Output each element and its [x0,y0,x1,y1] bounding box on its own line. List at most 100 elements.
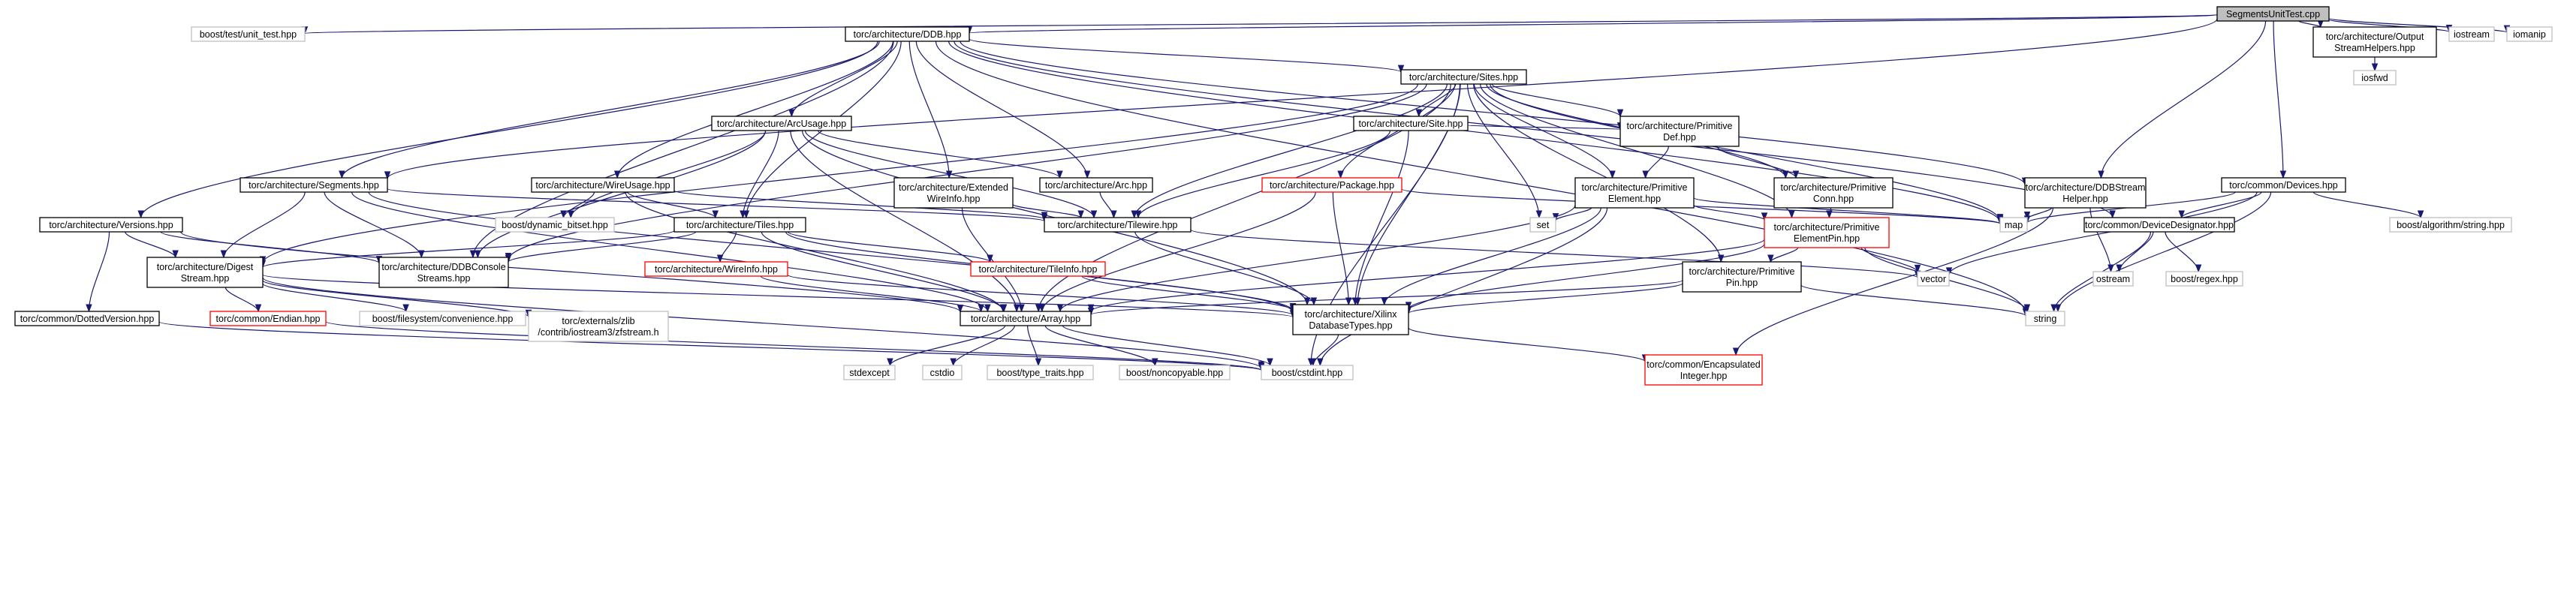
node-label: boost/test/unit_test.hpp [200,29,297,40]
arrowhead [1267,358,1273,367]
node-package[interactable]: torc/architecture/Package.hpp [1261,177,1402,193]
node-label: torc/architecture/ArcUsage.hpp [717,119,846,129]
node-tiles[interactable]: torc/architecture/Tiles.hpp [673,217,806,233]
edge-line [325,320,1262,371]
arrowhead [987,254,993,263]
node-box [2448,26,2495,42]
node-label: torc/architecture/Primitive [1581,182,1687,193]
arrowhead [1826,210,1833,219]
node-box [2165,271,2243,287]
edge-line [1041,191,1316,312]
node-box [2506,26,2553,42]
node-label: StreamHelpers.hpp [2334,43,2415,53]
edge-line [1319,207,1608,366]
edge-array-to-typetraits [1026,325,1042,367]
node-endian[interactable]: torc/common/Endian.hpp [209,311,327,326]
arrowhead [255,304,262,313]
edge-sites-to-set [1466,83,1543,219]
node-ddb[interactable]: torc/architecture/DDB.hpp [845,26,970,42]
node-dotted[interactable]: torc/common/DottedVersion.hpp [14,311,160,326]
edge-tileinfo-to-xilinxdb [1081,275,1297,311]
node-root[interactable]: SegmentsUnitTest.cpp [2216,6,2330,22]
edge-line [351,191,988,312]
edge-array-to-noncopyable [1044,325,1158,367]
arrowhead [1310,297,1318,306]
node-tileinfo[interactable]: torc/architecture/TileInfo.hpp [970,261,1106,277]
edge-devices-to-devdesig [2178,191,2262,219]
arrowhead [1317,358,1324,367]
node-xilinxdb[interactable]: torc/architecture/XilinxDatabaseTypes.hp… [1292,304,1409,335]
node-box [2353,70,2397,86]
node-outhelpers[interactable]: torc/architecture/OutputStreamHelpers.hp… [2312,26,2437,58]
node-box [2024,177,2147,209]
edge-line [787,274,1294,316]
node-segments[interactable]: torc/architecture/Segments.hpp [240,177,388,193]
edge-array-to-cstdint [1062,325,1273,367]
arrowhead [740,210,746,219]
node-tilewire[interactable]: torc/architecture/Tilewire.hpp [1044,217,1192,233]
edge-line [1473,83,1722,263]
edge-line [1716,146,1797,179]
node-devices[interactable]: torc/common/Devices.hpp [2221,177,2346,193]
edge-extwire-to-tilewire [1012,203,1084,219]
edge-primpin-to-string [1800,284,2029,317]
node-label: boost/noncopyable.hpp [1126,368,1223,378]
node-versions[interactable]: torc/architecture/Versions.hpp [39,217,183,233]
node-algostring: boost/algorithm/string.hpp [2389,217,2512,233]
arrowhead [1018,304,1025,313]
node-arc[interactable]: torc/architecture/Arc.hpp [1039,177,1153,193]
arrowhead [887,358,893,367]
node-box [531,177,675,193]
node-label: boost/cstdint.hpp [1272,368,1343,378]
node-wireusage[interactable]: torc/architecture/WireUsage.hpp [531,177,675,193]
node-site[interactable]: torc/architecture/Site.hpp [1353,116,1469,131]
edge-line [2100,20,2267,179]
arrowhead [978,304,984,313]
node-wireinfo[interactable]: torc/architecture/WireInfo.hpp [644,261,788,277]
edge-line [969,14,2218,34]
node-sites[interactable]: torc/architecture/Sites.hpp [1400,69,1527,85]
edge-line [1645,146,1669,179]
node-layer: SegmentsUnitTest.cpp boost/test/unit_test… [14,6,2553,386]
node-label: torc/architecture/Primitive [1626,121,1732,131]
edge-line [760,275,982,312]
node-devdesig[interactable]: torc/common/DeviceDesignator.hpp [2083,217,2235,233]
edge-line [1555,207,1592,221]
edge-line [719,231,737,263]
edge-package-to-xilinxdb [1332,191,1352,306]
edge-line [1090,280,1683,315]
node-array[interactable]: torc/architecture/Array.hpp [960,311,1092,326]
node-primelempin[interactable]: torc/architecture/PrimitiveElementPin.hp… [1764,217,1890,248]
edge-line [158,321,1262,371]
edge-package-to-map [1401,188,2004,225]
edge-line [508,231,697,263]
node-arcusage[interactable]: torc/architecture/ArcUsage.hpp [711,116,852,131]
edge-ddb-to-wireusage [613,41,893,179]
arrowhead [984,304,991,313]
node-label: string [2034,314,2057,324]
node-typetraits: boost/type_traits.hpp [987,365,1094,380]
node-label: torc/architecture/Array.hpp [971,314,1080,324]
node-label: torc/architecture/Versions.hpp [49,220,173,230]
node-label: vector [1921,274,1946,284]
node-label: boost/filesystem/convenience.hpp [372,314,514,324]
edge-line [1081,275,1294,311]
node-box [2092,271,2134,287]
edge-line [791,41,898,117]
arrowhead [86,304,92,313]
node-label: torc/architecture/Primitive [1773,222,1879,233]
edge-line [324,191,422,258]
arrowhead [339,170,345,179]
edge-ddbstream-to-encap [1732,207,2054,356]
edge-line [1332,191,1349,305]
node-label: boost/algorithm/string.hpp [2397,220,2505,230]
